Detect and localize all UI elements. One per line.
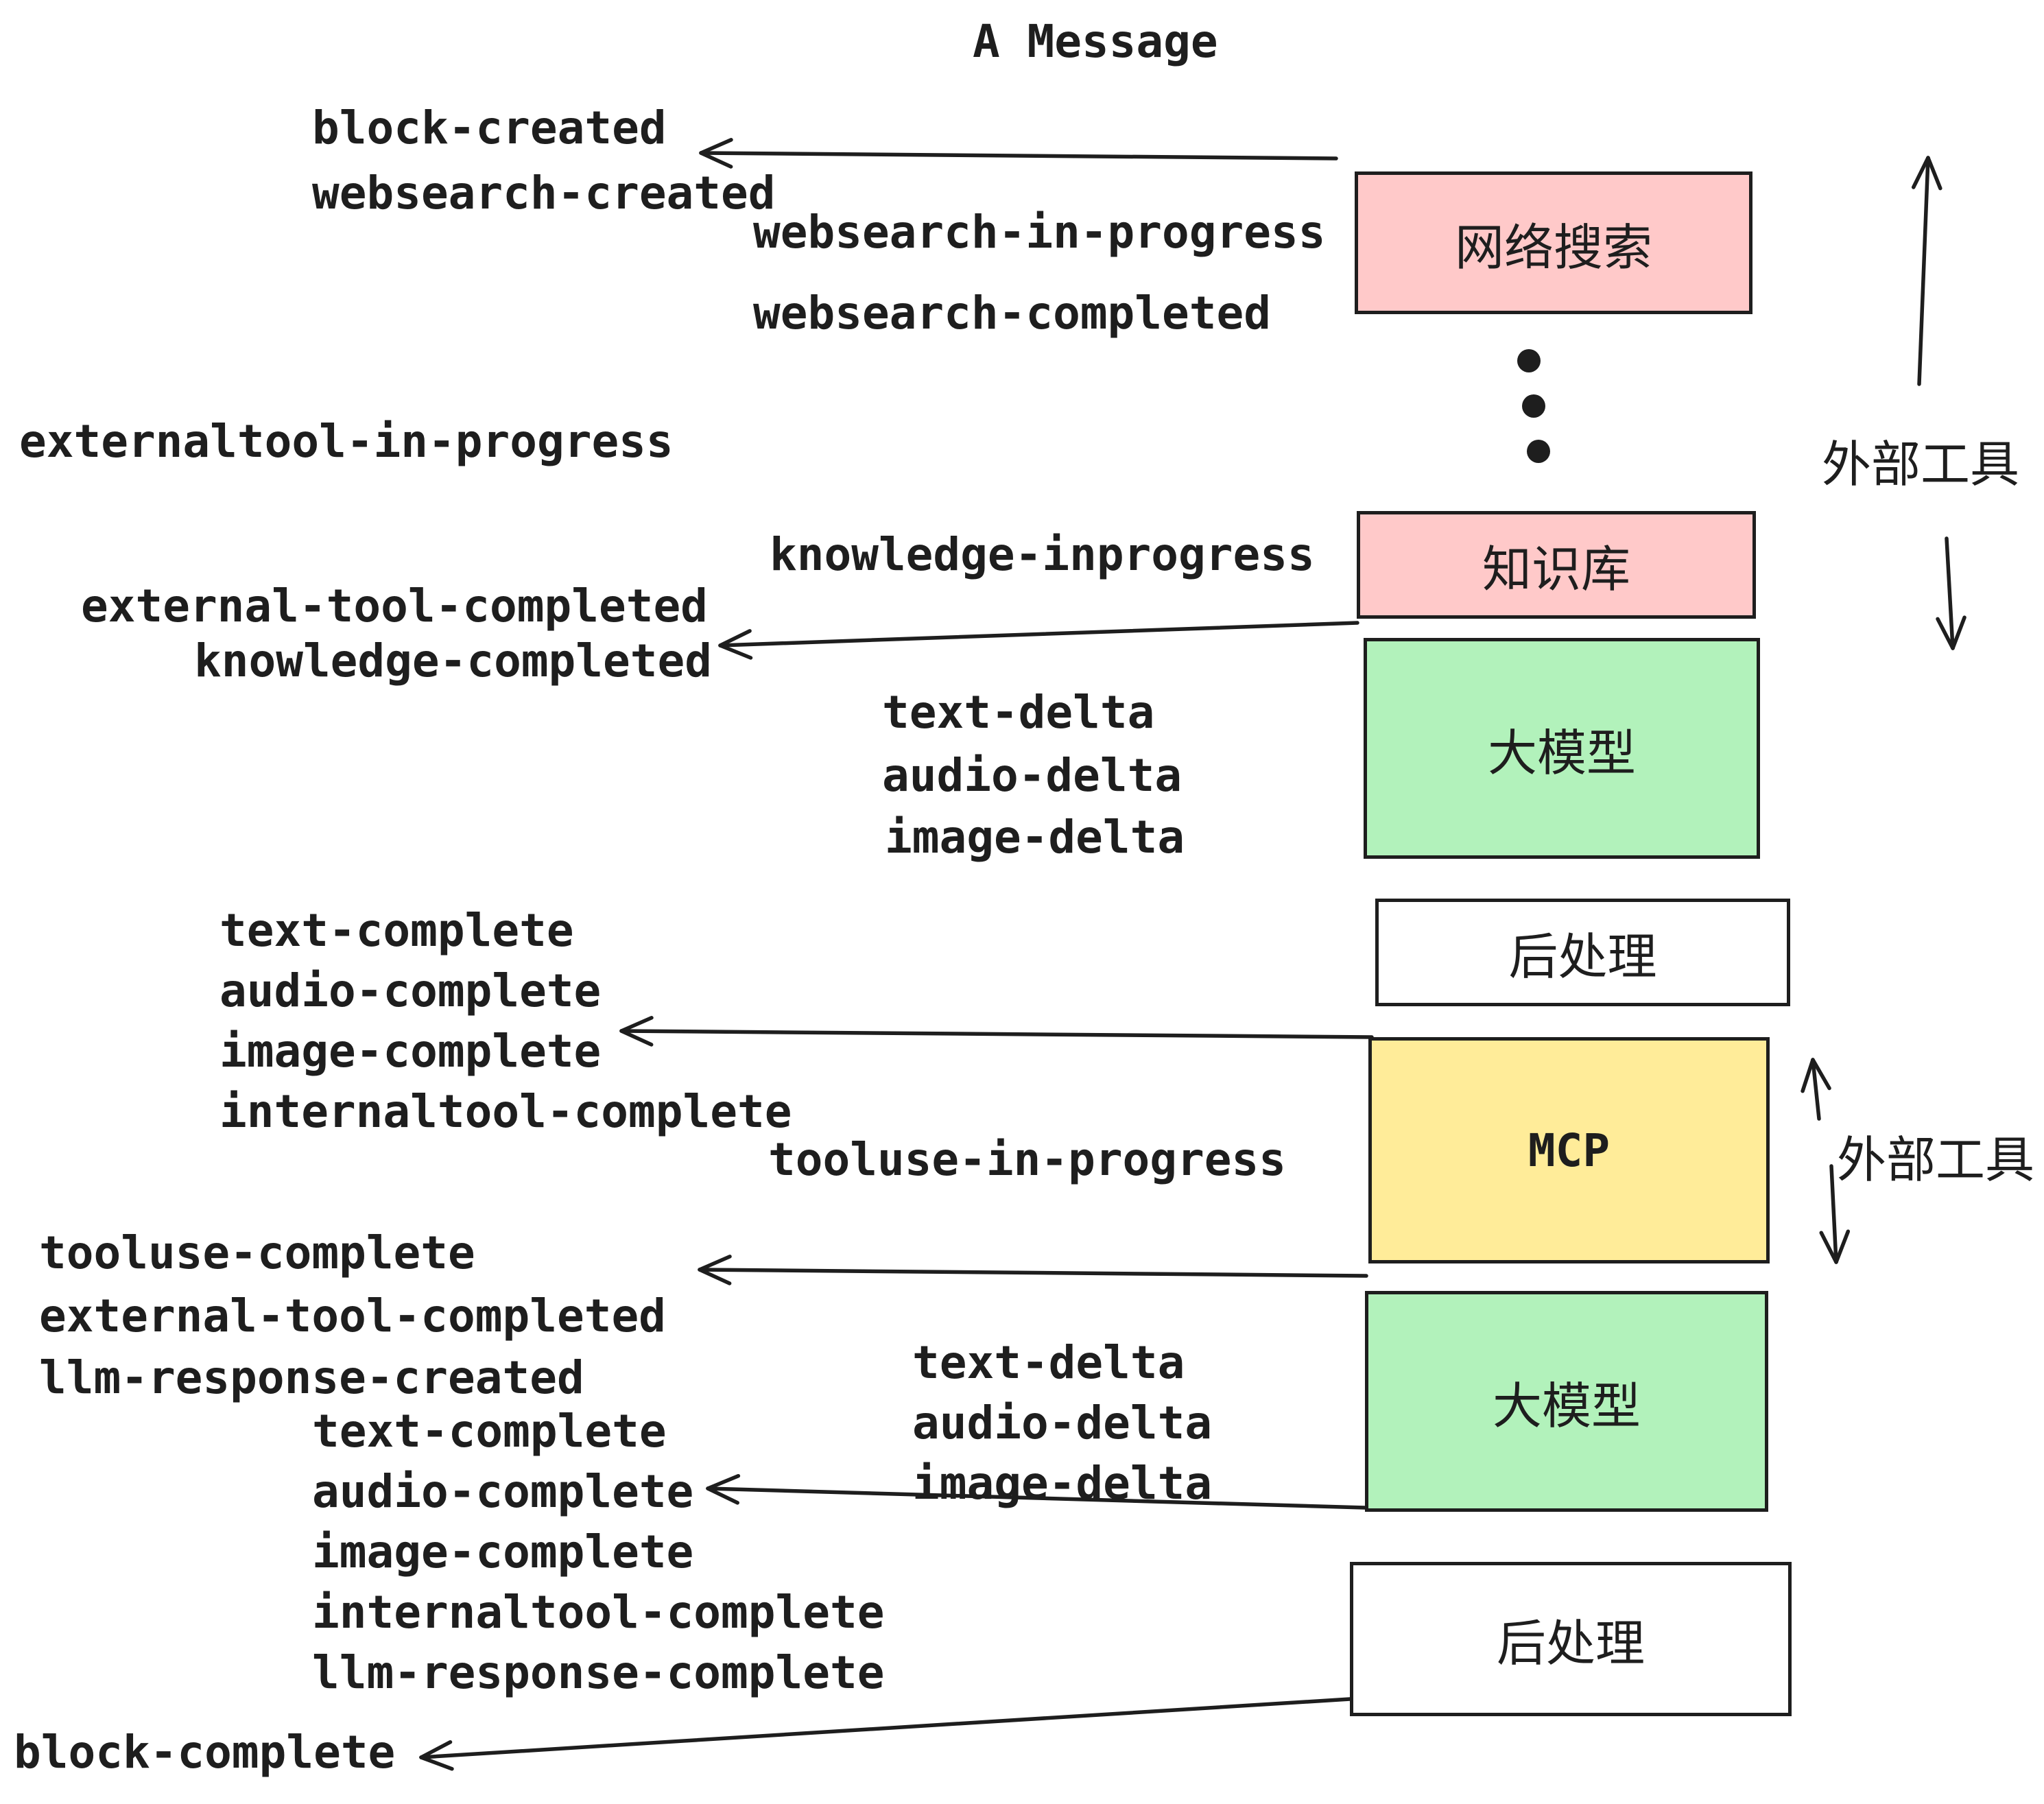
arrow-to-knowledge-completed-head — [718, 643, 753, 660]
event-external-tool-completed-2: external-tool-completed — [39, 1290, 666, 1342]
event-text-complete-1: text-complete — [219, 904, 574, 957]
box-llm-2-label: 大模型 — [1492, 1377, 1641, 1435]
event-image-delta-1: image-delta — [885, 811, 1185, 864]
event-internaltool-complete-2: internaltool-complete — [312, 1586, 885, 1639]
event-block-created: block-created — [312, 102, 667, 154]
event-externaltool-in-progress: externaltool-in-progress — [19, 415, 674, 468]
event-knowledge-inprogress: knowledge-inprogress — [770, 528, 1315, 581]
external-tools-up-arrow-1-head — [1911, 156, 1930, 189]
event-tooluse-complete: tooluse-complete — [39, 1226, 475, 1279]
external-tools-down-arrow-2-head — [1819, 1231, 1838, 1264]
box-websearch: 网络搜索 — [1355, 171, 1752, 314]
event-external-tool-completed-1: external-tool-completed — [81, 580, 708, 632]
event-knowledge-completed: knowledge-completed — [194, 634, 712, 687]
event-audio-complete-1: audio-complete — [219, 964, 602, 1017]
event-tooluse-in-progress: tooluse-in-progress — [768, 1133, 1286, 1186]
box-llm-1-label: 大模型 — [1487, 724, 1636, 782]
event-websearch-in-progress: websearch-in-progress — [753, 206, 1326, 259]
event-text-delta-1: text-delta — [882, 686, 1155, 739]
external-tools-up-arrow-2-head — [1801, 1058, 1815, 1093]
external-tools-down-arrow-2-head — [1834, 1229, 1851, 1264]
box-knowledge-label: 知识库 — [1482, 541, 1630, 598]
box-mcp: MCP — [1368, 1037, 1770, 1263]
external-tools-down-arrow-1-head — [1951, 615, 1966, 650]
event-internaltool-complete-1: internaltool-complete — [219, 1085, 792, 1138]
ellipsis-dot — [1517, 349, 1541, 372]
arrow-to-image-complete-head — [619, 1016, 654, 1033]
arrow-to-knowledge-completed — [718, 621, 1359, 648]
arrow-to-websearch-created-head — [699, 151, 733, 169]
external-tools-down-arrow-1-head — [1936, 617, 1955, 650]
external-tools-down-arrow-1 — [1945, 536, 1955, 650]
box-mcp-label: MCP — [1528, 1124, 1611, 1177]
box-websearch-label: 网络搜索 — [1454, 218, 1652, 276]
event-websearch-created: websearch-created — [312, 167, 776, 219]
arrow-to-tooluse-complete-head — [698, 1255, 732, 1272]
arrow-to-image-complete — [619, 1029, 1374, 1039]
event-image-complete-2: image-complete — [312, 1526, 694, 1578]
external-tools-down-arrow-2 — [1829, 1164, 1838, 1264]
event-audio-delta-2: audio-delta — [912, 1397, 1213, 1449]
diagram-title: A Message — [973, 15, 1218, 68]
ellipsis-dot — [1527, 440, 1550, 463]
box-llm-1: 大模型 — [1364, 638, 1760, 859]
event-llm-response-created: llm-response-created — [39, 1351, 584, 1404]
arrow-to-tooluse-complete — [698, 1268, 1368, 1278]
event-llm-response-complete: llm-response-complete — [312, 1646, 885, 1699]
box-llm-2: 大模型 — [1365, 1291, 1768, 1512]
event-audio-complete-2: audio-complete — [312, 1465, 694, 1518]
arrow-to-knowledge-completed-head — [718, 629, 752, 648]
arrow-to-tooluse-complete-head — [698, 1268, 732, 1285]
event-text-complete-2: text-complete — [312, 1405, 667, 1458]
event-audio-delta-1: audio-delta — [882, 749, 1183, 802]
arrow-to-block-complete — [419, 1697, 1352, 1759]
box-postprocess-1-label: 后处理 — [1508, 928, 1657, 986]
arrow-to-image-complete-head — [619, 1029, 654, 1047]
arrow-to-audio-complete-head — [706, 1486, 739, 1505]
box-postprocess-2: 后处理 — [1350, 1562, 1792, 1716]
arrow-to-websearch-created-head — [699, 138, 733, 155]
event-websearch-completed: websearch-completed — [753, 287, 1271, 340]
external-tools-up-arrow-1-head — [1926, 156, 1942, 191]
event-image-delta-2: image-delta — [912, 1457, 1213, 1510]
event-image-complete-1: image-complete — [219, 1025, 602, 1078]
arrow-to-audio-complete-head — [706, 1473, 741, 1491]
event-block-complete: block-complete — [14, 1726, 396, 1779]
arrow-to-block-complete-head — [419, 1755, 454, 1771]
external-tools-up-arrow-2-head — [1811, 1058, 1831, 1091]
external-tools-label-2: 外部工具 — [1837, 1131, 2035, 1189]
box-postprocess-2-label: 后处理 — [1496, 1615, 1645, 1672]
external-tools-up-arrow-1 — [1917, 156, 1930, 386]
event-text-delta-2: text-delta — [912, 1336, 1185, 1389]
box-knowledge: 知识库 — [1357, 511, 1756, 619]
ellipsis-dot — [1522, 394, 1545, 418]
box-postprocess-1: 后处理 — [1375, 899, 1790, 1006]
external-tools-up-arrow-2 — [1811, 1058, 1821, 1121]
arrow-to-websearch-created — [699, 151, 1338, 161]
ellipsis-dots — [1517, 349, 1550, 463]
external-tools-label-1: 外部工具 — [1822, 436, 2020, 493]
arrow-to-block-complete-head — [419, 1740, 453, 1759]
